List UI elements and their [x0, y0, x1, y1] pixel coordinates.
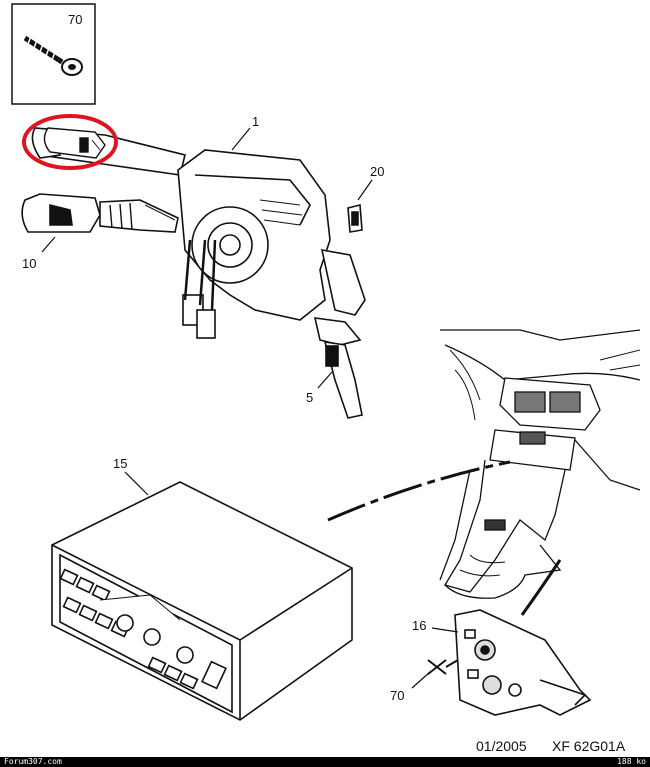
part-1-switch-assembly — [31, 127, 366, 339]
callout-70-bottom: 70 — [390, 688, 404, 703]
site-name: Forum307.com — [4, 757, 62, 766]
callout-16: 16 — [412, 618, 426, 633]
part-10-wiper-lever — [21, 193, 179, 233]
date-code: 01/2005 — [476, 738, 527, 754]
leader-line-15 — [327, 460, 511, 522]
screw-icon — [21, 31, 83, 76]
part-20-clip — [347, 203, 363, 233]
callout-5: 5 — [306, 390, 313, 405]
center-console-illustration — [439, 329, 641, 599]
part-5-stalk-switch — [313, 317, 363, 419]
callout-15: 15 — [113, 456, 127, 471]
callout-20: 20 — [370, 164, 384, 179]
screw-inset: 70 — [11, 3, 96, 105]
part-16-switch-panel — [454, 609, 592, 716]
callout-10: 10 — [22, 256, 36, 271]
callout-70-top: 70 — [68, 12, 82, 27]
footer-bar — [0, 757, 650, 767]
callout-1: 1 — [252, 114, 259, 129]
leader-line-16 — [520, 559, 562, 616]
highlight-circle — [22, 114, 118, 170]
reference-code: XF 62G01A — [552, 738, 626, 754]
lever-tip — [43, 127, 106, 159]
part-15-control-unit — [51, 481, 353, 721]
file-size: 188 ko — [617, 757, 646, 766]
screw-small-icon — [427, 659, 459, 675]
